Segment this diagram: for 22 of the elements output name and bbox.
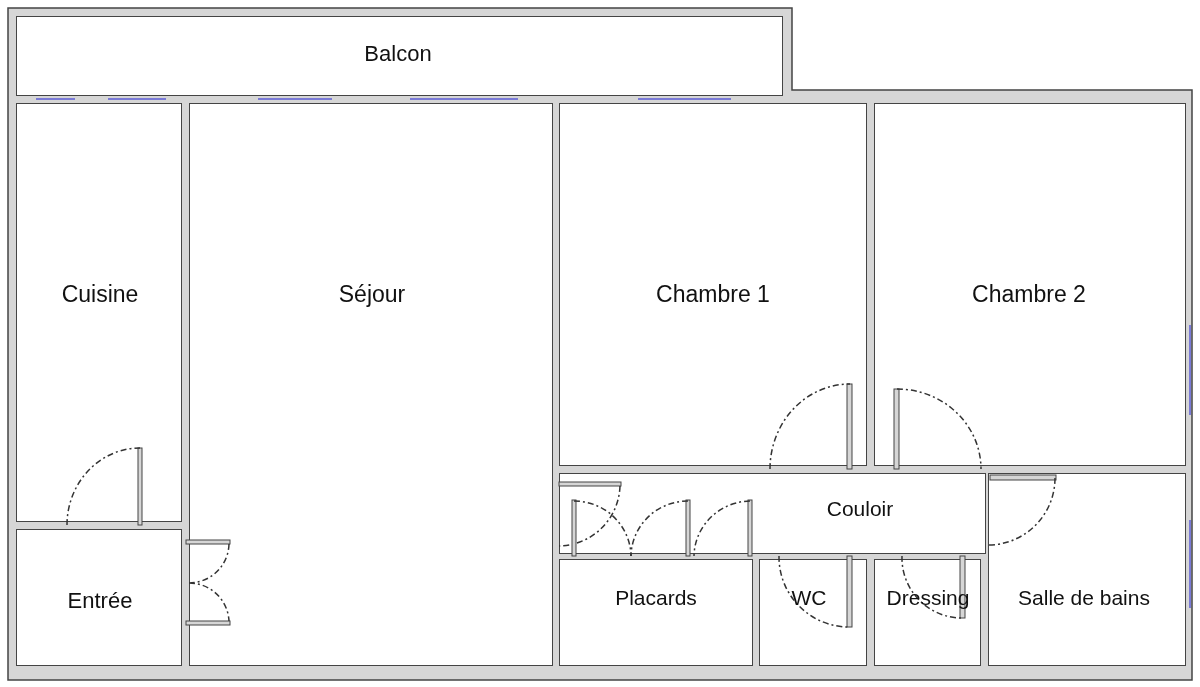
room: [559, 559, 753, 666]
room: [874, 559, 981, 666]
room: [16, 16, 783, 96]
room-label: Salle de bains: [1018, 586, 1150, 610]
room-label: Placards: [615, 586, 697, 610]
room: [988, 473, 1186, 666]
room-label: Balcon: [364, 41, 432, 67]
room: [16, 103, 182, 522]
room-label: Entrée: [67, 588, 133, 614]
room: [189, 103, 553, 666]
room: [559, 473, 986, 554]
room: [559, 103, 867, 466]
room: [874, 103, 1186, 466]
room-label: Dressing: [886, 586, 970, 610]
room-label: Cuisine: [61, 280, 139, 308]
room-label: Couloir: [826, 497, 894, 521]
room-label: Chambre 2: [972, 280, 1086, 308]
room-label: Chambre 1: [656, 280, 770, 308]
room-label: Séjour: [338, 280, 406, 308]
room: [759, 559, 867, 666]
room-label: WC: [791, 586, 827, 610]
room: [16, 529, 182, 666]
